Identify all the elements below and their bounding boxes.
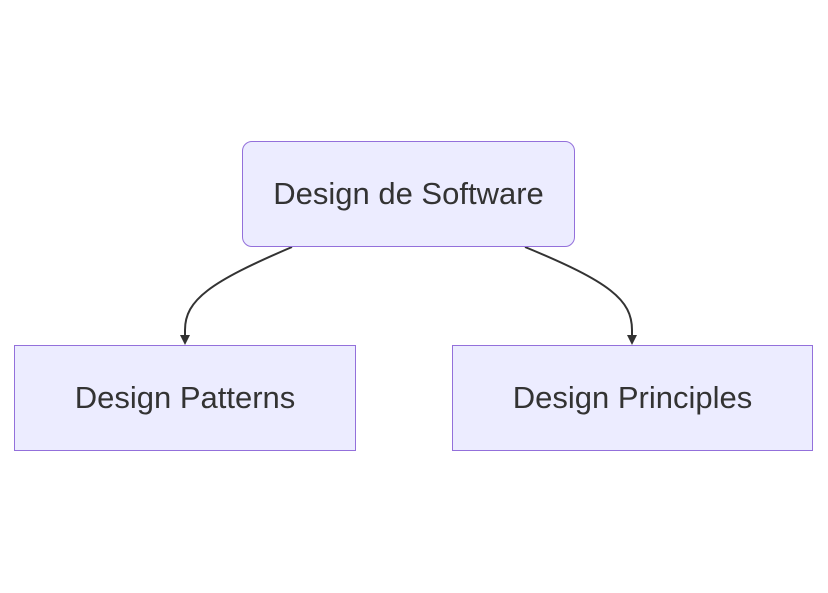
node-design-patterns: Design Patterns xyxy=(14,345,356,451)
edge-root-to-design-patterns xyxy=(180,246,293,345)
node-design-principles: Design Principles xyxy=(452,345,813,451)
edge-root-to-design-principles xyxy=(524,246,637,345)
node-label: Design de Software xyxy=(273,176,544,211)
node-label: Design Principles xyxy=(512,380,753,415)
node-design-de-software: Design de Software xyxy=(242,141,575,247)
node-label: Design Patterns xyxy=(74,380,296,415)
